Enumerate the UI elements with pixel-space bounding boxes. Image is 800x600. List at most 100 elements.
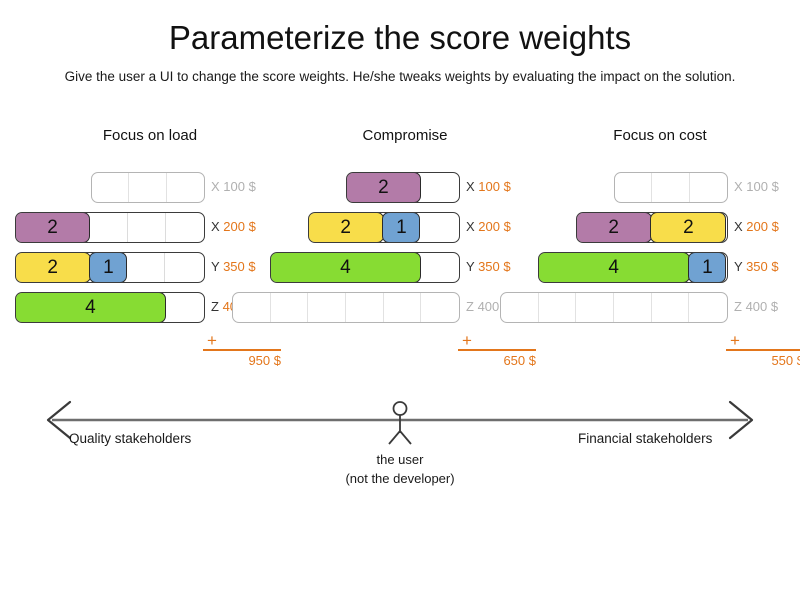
weight-slider-track[interactable]: 2 bbox=[346, 172, 460, 203]
weight-row-label: Y 350 $ bbox=[734, 258, 779, 276]
weight-segment-yellow[interactable]: 2 bbox=[309, 213, 384, 242]
weight-row: Z 400 $ bbox=[232, 288, 527, 328]
weight-row-label: Y 350 $ bbox=[466, 258, 511, 276]
sum-total-value: 550 $ bbox=[771, 353, 800, 368]
sum-total-value: 950 $ bbox=[248, 353, 281, 368]
weight-empty-cell[interactable] bbox=[167, 173, 204, 202]
weight-segment-green[interactable]: 4 bbox=[271, 253, 422, 282]
arrow-head-left-icon bbox=[46, 400, 72, 440]
weight-row-cost: 100 $ bbox=[746, 179, 779, 194]
weight-row-key: X bbox=[466, 179, 475, 194]
sum-rule-line bbox=[726, 349, 800, 351]
weight-empty-cell[interactable] bbox=[421, 293, 459, 322]
weight-row-cost: 200 $ bbox=[478, 219, 511, 234]
weight-empty-cell[interactable] bbox=[233, 293, 271, 322]
weight-empty-cell[interactable] bbox=[90, 213, 129, 242]
weight-empty-cell[interactable] bbox=[615, 173, 653, 202]
actor-caption-line-1: the user bbox=[376, 452, 424, 467]
weight-row-label: X 200 $ bbox=[211, 218, 256, 236]
weight-row-key: Z bbox=[211, 299, 219, 314]
weight-empty-cell[interactable] bbox=[346, 293, 384, 322]
weight-segment-green[interactable]: 4 bbox=[539, 253, 690, 282]
actor-caption: the user (not the developer) bbox=[0, 450, 800, 488]
weight-segment-yellow[interactable]: 2 bbox=[16, 253, 91, 282]
weight-slider-track[interactable]: 4 bbox=[270, 252, 460, 283]
weight-slider-track[interactable] bbox=[614, 172, 728, 203]
weight-row: X 100 $ bbox=[538, 168, 782, 208]
weight-empty-cell[interactable] bbox=[539, 293, 577, 322]
spectrum-label-financial: Financial stakeholders bbox=[578, 431, 713, 446]
weight-slider-track[interactable] bbox=[232, 292, 460, 323]
weight-segment-blue[interactable]: 1 bbox=[382, 213, 421, 242]
weight-empty-cell[interactable] bbox=[308, 293, 347, 322]
weight-row-key: X bbox=[211, 179, 220, 194]
weight-empty-cell[interactable] bbox=[92, 173, 130, 202]
weight-row-label: Z 400 $ bbox=[734, 298, 778, 316]
weight-row-cost: 100 $ bbox=[223, 179, 256, 194]
weight-row-cost: 350 $ bbox=[478, 259, 511, 274]
weight-slider-track[interactable] bbox=[91, 172, 205, 203]
weight-row-key: X bbox=[734, 179, 743, 194]
arrow-head-right-icon bbox=[728, 400, 754, 440]
weight-empty-cell[interactable] bbox=[420, 213, 458, 242]
weight-row-label: X 100 $ bbox=[211, 178, 256, 196]
weight-row-label: X 200 $ bbox=[734, 218, 779, 236]
weight-empty-cell[interactable] bbox=[127, 253, 166, 282]
weight-segment-purple[interactable]: 2 bbox=[577, 213, 652, 242]
weight-segment-purple[interactable]: 2 bbox=[347, 173, 422, 202]
weight-empty-cell[interactable] bbox=[421, 173, 459, 202]
sum-rule-line bbox=[458, 349, 536, 351]
weight-slider-track[interactable]: 2 bbox=[15, 212, 205, 243]
weight-empty-cell[interactable] bbox=[501, 293, 539, 322]
weight-slider-track[interactable]: 4 bbox=[15, 292, 205, 323]
weight-row-cost: 200 $ bbox=[223, 219, 256, 234]
spectrum-label-quality: Quality stakeholders bbox=[69, 431, 192, 446]
weight-row-cost: 350 $ bbox=[223, 259, 256, 274]
sum-plus-operator: + bbox=[730, 331, 740, 350]
weight-empty-cell[interactable] bbox=[652, 173, 690, 202]
weight-row-key: Y bbox=[734, 259, 743, 274]
weight-empty-cell[interactable] bbox=[421, 253, 459, 282]
weight-row-label: X 100 $ bbox=[734, 178, 779, 196]
weight-empty-cell[interactable] bbox=[690, 173, 727, 202]
weight-empty-cell[interactable] bbox=[652, 293, 690, 322]
weight-empty-cell[interactable] bbox=[165, 253, 203, 282]
sum-rule-line bbox=[203, 349, 281, 351]
weight-slider-track[interactable] bbox=[500, 292, 728, 323]
weight-empty-cell[interactable] bbox=[689, 293, 727, 322]
stakeholder-spectrum bbox=[46, 400, 754, 445]
weight-empty-cell[interactable] bbox=[166, 293, 204, 322]
weight-empty-cell[interactable] bbox=[576, 293, 615, 322]
weight-empty-cell[interactable] bbox=[129, 173, 167, 202]
weight-row-key: Z bbox=[734, 299, 742, 314]
weight-empty-cell[interactable] bbox=[128, 213, 167, 242]
weight-segment-green[interactable]: 4 bbox=[16, 293, 167, 322]
weight-empty-cell[interactable] bbox=[614, 293, 652, 322]
weight-segment-purple[interactable]: 2 bbox=[16, 213, 91, 242]
sum-plus-operator: + bbox=[207, 331, 217, 350]
weight-row: Z 400 $ bbox=[500, 288, 782, 328]
weight-segment-blue[interactable]: 1 bbox=[688, 253, 727, 282]
weight-row-label: Y 350 $ bbox=[211, 258, 256, 276]
sum-total-value: 650 $ bbox=[503, 353, 536, 368]
scenario-title: Focus on load bbox=[102, 127, 198, 144]
weight-row: 2 X 200 $ bbox=[15, 208, 272, 248]
user-stick-figure-icon bbox=[388, 401, 412, 445]
sum-plus-operator: + bbox=[462, 331, 472, 350]
weight-row-cost: 400 $ bbox=[745, 299, 779, 314]
weight-empty-cell[interactable] bbox=[384, 293, 422, 322]
weight-empty-cell[interactable] bbox=[166, 213, 204, 242]
weight-row-cost: 200 $ bbox=[746, 219, 779, 234]
weight-segment-blue[interactable]: 1 bbox=[89, 253, 128, 282]
weight-row-key: X bbox=[466, 219, 475, 234]
weight-segment-yellow[interactable]: 2 bbox=[650, 213, 727, 242]
actor-caption-line-2: (not the developer) bbox=[345, 471, 455, 486]
weight-empty-cell[interactable] bbox=[271, 293, 309, 322]
